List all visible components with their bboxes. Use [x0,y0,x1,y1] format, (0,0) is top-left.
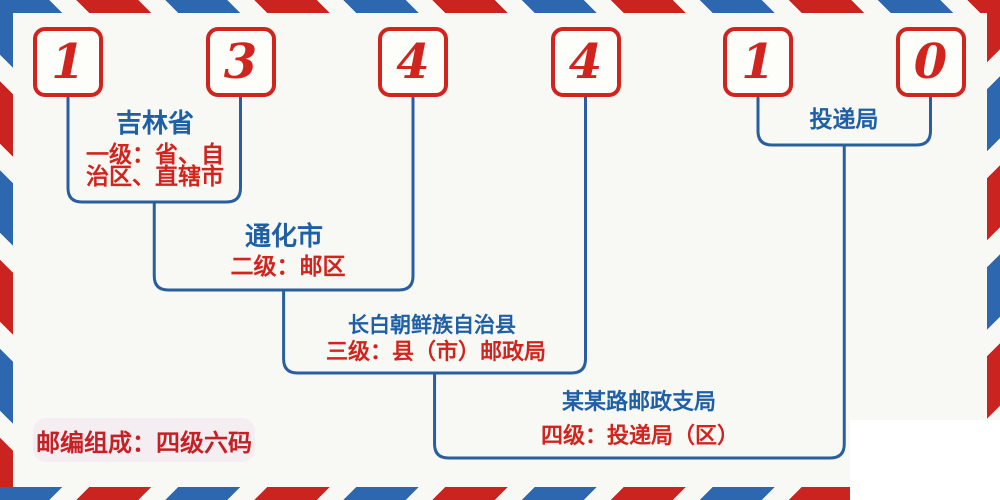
level2-description: 二级：邮区 [230,253,346,280]
digit-box-4: 4 [550,27,621,97]
bracket-delivery-office [756,96,932,147]
level4-description: 四级：投递局（区） [540,423,740,449]
delivery-office-label: 投递局 [809,106,879,133]
airmail-border-bottom [0,487,1000,500]
digit-2: 3 [223,34,258,90]
digit-box-5: 1 [723,27,793,97]
level3-county-name: 长白朝鲜族自治县 [348,312,516,337]
digit-1: 1 [51,34,85,90]
airmail-border-top [0,0,1000,13]
digit-box-3: 4 [378,27,448,97]
level2-city-name: 通化市 [244,222,324,252]
digit-4: 4 [568,34,603,90]
airmail-border-right [987,0,1000,500]
footer-note-text: 邮编组成：四级六码 [36,427,252,457]
level3-description: 三级：县（市）邮政局 [325,339,547,365]
digit-5: 1 [741,34,775,90]
footer-note-pill: 邮编组成：四级六码 [33,418,255,462]
level4-branch-name: 某某路邮政支局 [561,389,717,415]
bottom-right-white-mask [850,420,1000,500]
digit-box-6: 0 [895,27,966,97]
digit-box-1: 1 [33,27,103,97]
level1-description-line1: 一级：省、自 [86,141,224,168]
level1-description-line2: 治区、直辖市 [86,163,224,190]
level1-province-name: 吉林省 [115,109,195,139]
airmail-border-left [0,0,13,500]
digit-box-2: 3 [205,27,276,97]
digit-6: 0 [913,34,948,90]
digit-3: 4 [396,34,430,90]
bracket-level-4 [433,145,846,460]
